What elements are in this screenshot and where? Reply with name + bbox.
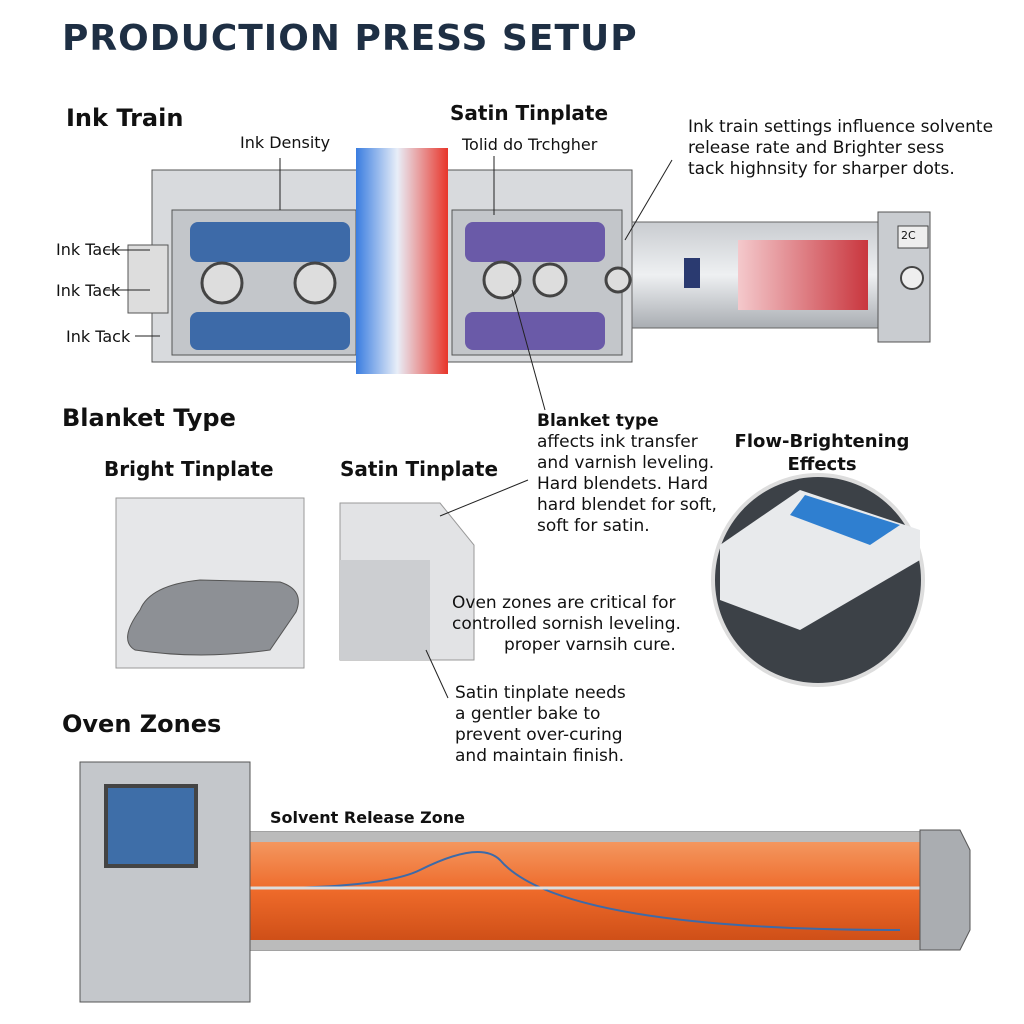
note-line: Ink train settings influence solvente: [688, 117, 994, 137]
purple-roller-bottom: [465, 312, 605, 350]
blanket-note: Blanket type affects ink transfer and va…: [537, 411, 717, 537]
note-line: Satin tinplate needs: [455, 683, 626, 703]
ink-train-heading: Ink Train: [66, 104, 184, 132]
satin-tinplate-label: Satin Tinplate: [340, 457, 499, 481]
note-line: a gentler bake to: [455, 704, 601, 724]
ink-tack-label-3: Ink Tack: [66, 327, 131, 346]
title-line: Flow-Brightening: [734, 431, 910, 452]
note-line: prevent over-curing: [455, 725, 623, 745]
ink-tack-label-1: Ink Tack: [56, 240, 121, 259]
note-line: Oven zones are critical for: [452, 593, 676, 613]
note-line: hard blendet for soft,: [537, 495, 717, 515]
oven-machine: [79, 761, 971, 1003]
blue-roller-top: [190, 222, 350, 262]
ink-train-note: Ink train settings influence solvente re…: [688, 117, 993, 180]
blanket-type-heading: Blanket Type: [62, 404, 236, 432]
note-line: release rate and Brighter sess: [688, 138, 945, 158]
note-line: and varnish leveling.: [537, 453, 715, 473]
note-line: soft for satin.: [537, 516, 650, 536]
page-title: PRODUCTION PRESS SETUP: [62, 18, 638, 59]
solvent-release-zone-label: Solvent Release Zone: [270, 808, 465, 827]
note-title: Blanket type: [537, 411, 659, 431]
flow-brightening-title: Flow-Brightening Effects: [722, 430, 922, 476]
note-line: affects ink transfer: [537, 432, 698, 452]
bright-tinplate-label: Bright Tinplate: [104, 457, 274, 481]
oven-note-2: Satin tinplate needs a gentler bake to p…: [455, 683, 626, 767]
gauge-readout: 2C: [901, 229, 916, 242]
note-line: and maintain finish.: [455, 746, 625, 766]
blue-roller-bottom: [190, 312, 350, 350]
satin-tinplate-heading: Satin Tinplate: [450, 101, 609, 125]
title-line: Effects: [787, 454, 857, 475]
satin-sub-label: Tolid do Trchgher: [462, 135, 598, 154]
oven-zones-heading: Oven Zones: [62, 710, 222, 738]
note-line: tack highnsity for sharper dots.: [688, 159, 955, 179]
note-line: Hard blendets. Hard: [537, 474, 709, 494]
ink-tack-label-2: Ink Tack: [56, 281, 121, 300]
ink-train-machine: [104, 148, 931, 411]
ink-density-label: Ink Density: [240, 133, 331, 152]
heat-color-bar: [356, 148, 448, 374]
oven-note-1: Oven zones are critical for controlled s…: [452, 593, 681, 656]
purple-roller-top: [465, 222, 605, 262]
note-line: proper varnsih cure.: [504, 635, 676, 655]
blanket-samples: [115, 473, 925, 699]
note-line: controlled sornish leveling.: [452, 614, 681, 634]
